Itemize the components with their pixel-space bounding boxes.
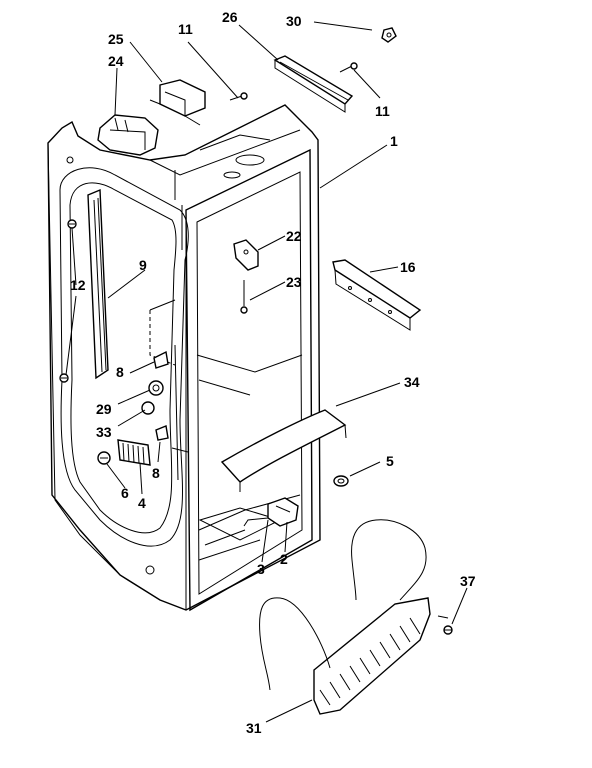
screw-11-left	[229, 92, 248, 101]
callout-labels: 30 26 11 25 24 11 1 22 9 16 12 23 8 34 2…	[70, 9, 476, 736]
callout-16: 16	[400, 259, 416, 275]
callout-24: 24	[108, 53, 124, 69]
callout-4: 4	[138, 495, 146, 511]
knob-33	[141, 401, 155, 415]
callout-31: 31	[246, 720, 262, 736]
callout-33: 33	[96, 424, 112, 440]
callout-3: 3	[257, 561, 265, 577]
callout-8-lower: 8	[152, 465, 160, 481]
callout-22: 22	[286, 228, 302, 244]
callout-26: 26	[222, 9, 238, 25]
callout-6: 6	[121, 485, 129, 501]
callout-11-right: 11	[375, 103, 390, 119]
shelf-34	[220, 409, 347, 492]
shelf-rail	[87, 188, 109, 380]
callout-11-top: 11	[178, 21, 193, 37]
housing-24	[97, 114, 159, 156]
callout-23: 23	[286, 274, 302, 290]
bracket-26	[273, 55, 354, 113]
callout-1: 1	[390, 133, 398, 149]
bracket-16	[332, 259, 422, 331]
callout-34: 34	[404, 374, 420, 390]
callout-30: 30	[286, 13, 302, 29]
callout-12: 12	[70, 277, 86, 293]
screw-12-upper	[67, 219, 77, 229]
crisper-cover-31	[259, 519, 431, 715]
screw-23	[240, 280, 248, 314]
callout-29: 29	[96, 401, 112, 417]
callout-2: 2	[280, 551, 288, 567]
bracket-22	[233, 239, 259, 271]
screw-11-right	[339, 62, 358, 73]
callout-25: 25	[108, 31, 124, 47]
screw-37	[437, 615, 453, 635]
bracket-25	[149, 79, 206, 126]
thermostat-29	[148, 380, 164, 396]
clip-8-upper	[153, 350, 169, 369]
clip-8-lower	[155, 425, 169, 441]
bulb-6	[97, 451, 111, 465]
callout-5: 5	[386, 453, 394, 469]
bracket-2-3	[243, 497, 299, 527]
callout-37: 37	[460, 573, 476, 589]
cabinet-liner	[47, 104, 321, 612]
screw-12-lower	[59, 373, 69, 383]
clip-30	[381, 27, 397, 43]
grommet-5	[333, 475, 349, 487]
leader-lines	[65, 21, 468, 723]
callout-9: 9	[139, 257, 147, 273]
callout-8-upper: 8	[116, 364, 124, 380]
control-grille-4	[117, 439, 151, 466]
